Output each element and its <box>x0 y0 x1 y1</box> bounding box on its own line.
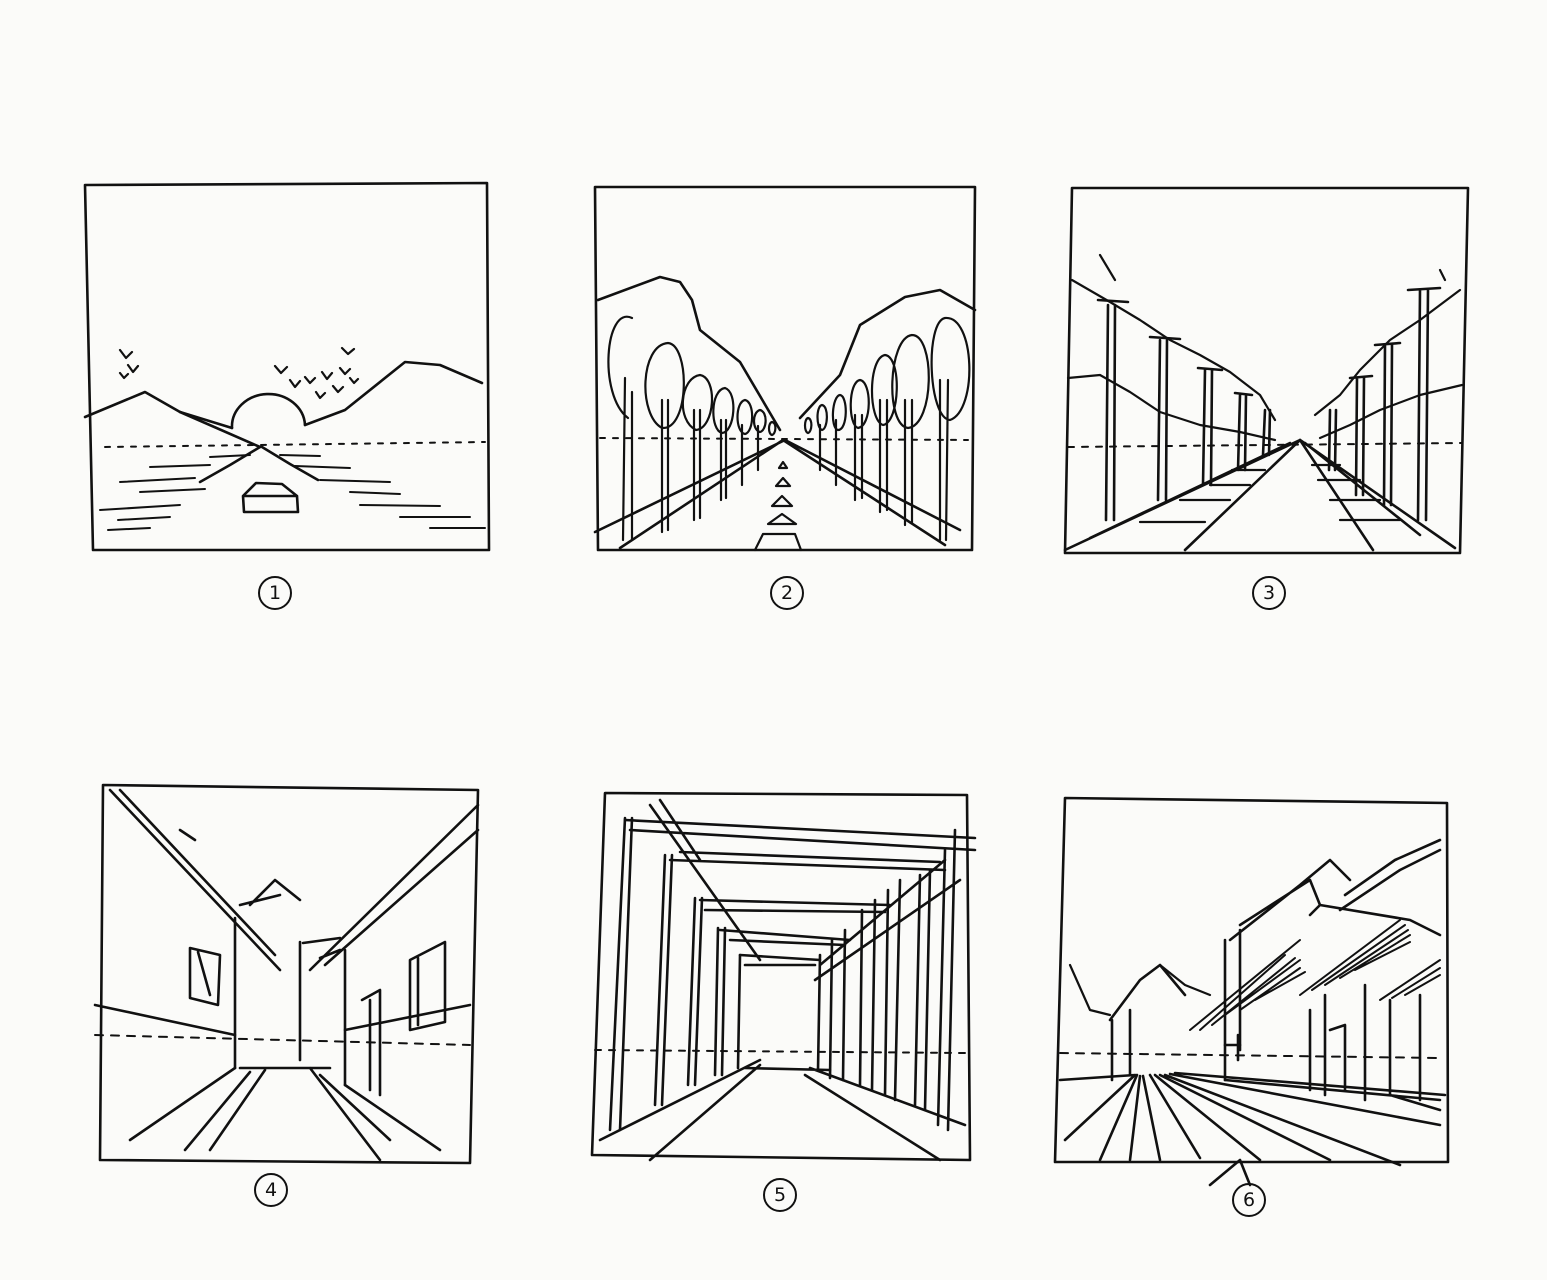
panel-6-house-roofs <box>1230 840 1440 940</box>
panel-3-label: 3 <box>1252 576 1286 610</box>
panel-5-horizon <box>595 1050 965 1053</box>
panel-4-right-roof <box>303 805 478 970</box>
panel-1-sketch <box>85 183 489 550</box>
panel-3-left-poles <box>1098 300 1270 520</box>
panel-3-frame <box>1065 188 1468 553</box>
panel-4-label: 4 <box>254 1173 288 1207</box>
panel-6-mountains <box>1070 965 1210 1015</box>
panel-5-rails <box>650 805 960 980</box>
panel-5-label: 5 <box>763 1178 797 1212</box>
panel-2-mountains <box>598 277 975 430</box>
panel-4-doorway <box>362 990 380 1095</box>
panel-2-horizon <box>600 438 968 440</box>
panel-3-road <box>1065 440 1455 550</box>
panel-4-right-window <box>410 942 445 1030</box>
panel-1-box <box>243 483 298 512</box>
panel-6-sketch <box>1055 798 1448 1185</box>
panel-5-beams <box>625 800 975 965</box>
panel-4-center-building <box>235 918 345 1085</box>
panel-4-frame <box>100 785 478 1163</box>
panel-6-label: 6 <box>1232 1183 1266 1217</box>
panel-4-ground <box>95 1005 470 1160</box>
panel-2-sketch <box>595 187 975 550</box>
panel-6-windows <box>1225 1025 1345 1090</box>
panel-6-frame <box>1055 798 1448 1162</box>
panel-3-right-poles <box>1329 288 1440 520</box>
panel-2-road <box>595 440 960 548</box>
panel-5-sketch <box>592 793 975 1160</box>
panel-1-frame <box>85 183 489 550</box>
panel-5-left-columns <box>610 818 740 1130</box>
panel-1-horizon <box>105 442 485 447</box>
panel-6-small-house <box>1110 965 1185 1080</box>
panel-1-sun <box>232 394 305 428</box>
panel-6-street <box>1060 1073 1445 1165</box>
panel-2-frame <box>595 187 975 550</box>
panel-3-horizon <box>1068 443 1462 447</box>
panel-6-house-walls <box>1225 930 1420 1100</box>
panel-6-awnings <box>1190 920 1440 1030</box>
panel-4-left-roof <box>110 790 300 970</box>
panel-2-center-marks <box>755 462 801 550</box>
panel-2-label: 2 <box>770 576 804 610</box>
panel-4-horizon <box>95 1035 470 1045</box>
panel-5-frame <box>592 793 970 1160</box>
panel-1-road <box>200 447 318 482</box>
panel-5-right-columns <box>818 830 955 1130</box>
panel-3-sketch <box>1065 188 1468 553</box>
panel-1-label: 1 <box>258 576 292 610</box>
panel-3-sidewalk <box>1140 465 1400 522</box>
panel-4-sketch <box>95 785 478 1163</box>
panel-5-floor <box>600 1060 965 1160</box>
panel-4-left-window <box>190 948 220 1005</box>
panel-1-ground-hatch <box>100 455 485 530</box>
panel-2-right-trees <box>805 318 969 540</box>
panel-1-mountains <box>85 362 482 428</box>
panel-2-left-trees <box>608 317 775 540</box>
panel-6-horizon <box>1060 1053 1440 1058</box>
panel-1-birds <box>120 348 358 398</box>
